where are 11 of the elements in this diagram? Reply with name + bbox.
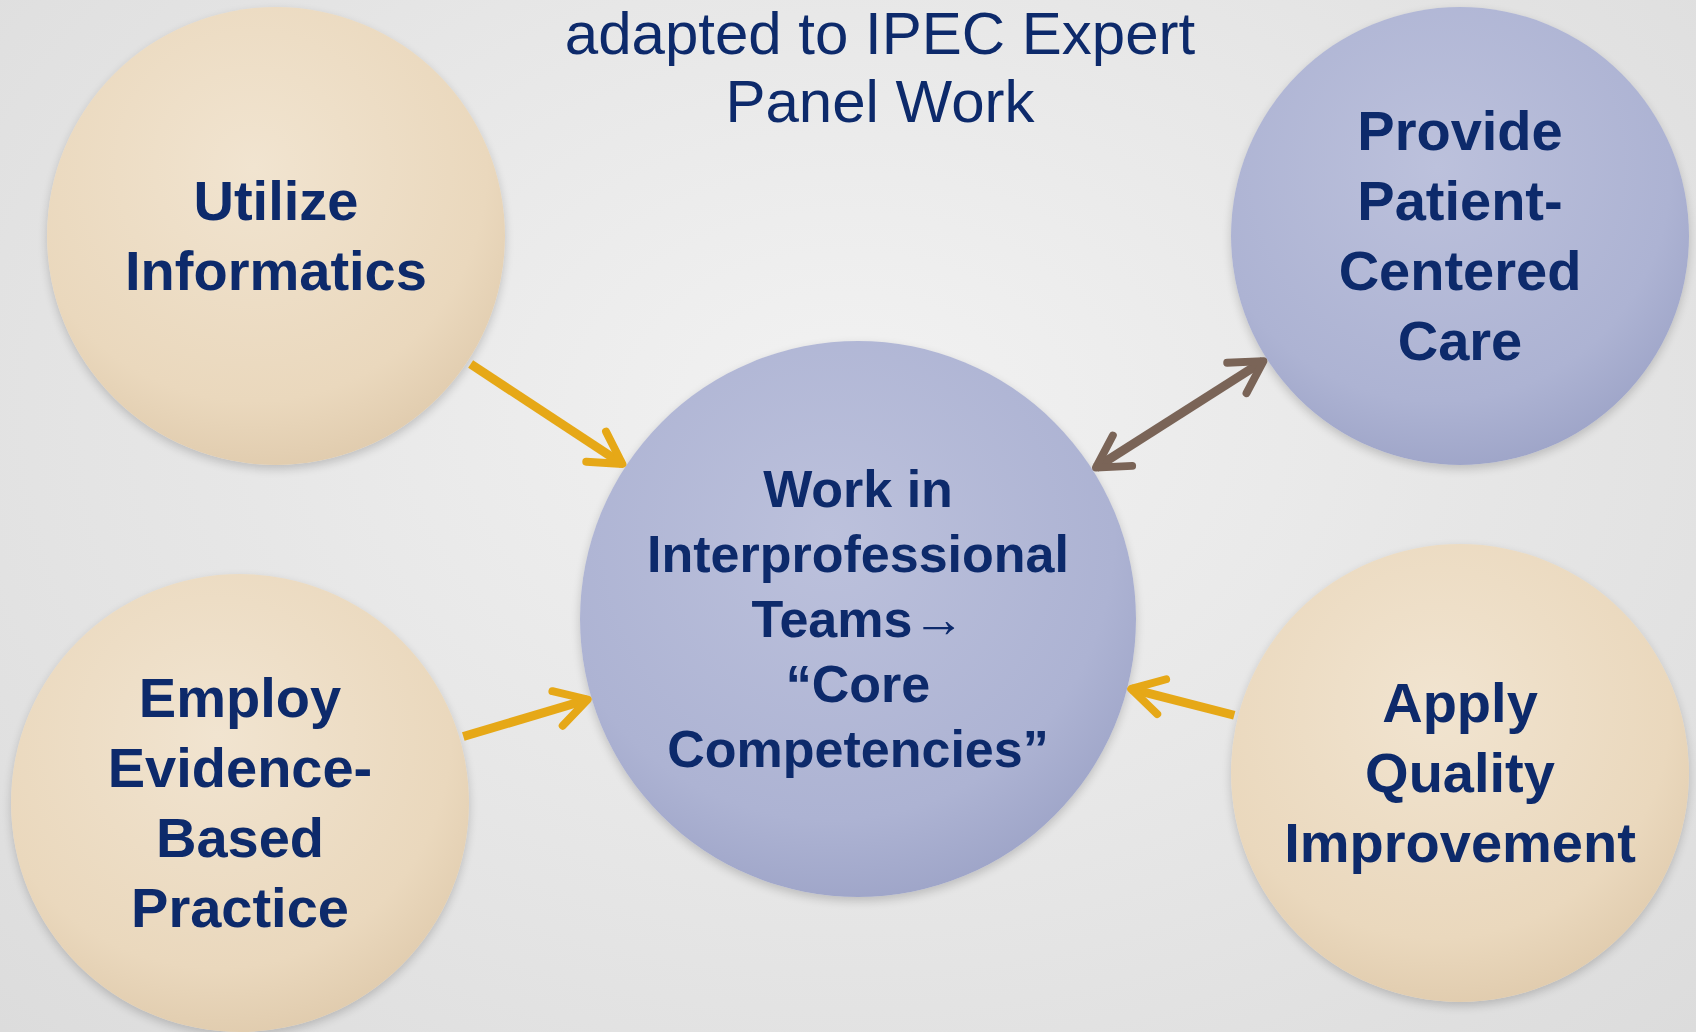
node-label: Apply Quality Improvement (1283, 670, 1637, 876)
arrow (1127, 675, 1236, 720)
diagram-title: adapted to IPEC Expert Panel Work (563, 0, 1197, 136)
node-label: “Core Competencies” (666, 653, 1050, 780)
arrow (1092, 357, 1268, 472)
node-label: Work in Interprofessional Teams→ (646, 458, 1070, 650)
node-label: Employ Evidence-Based Practice (106, 665, 374, 941)
node-label: Provide Patient-Centered Care (1337, 98, 1583, 374)
arrow (462, 687, 592, 741)
node-label: Utilize Informatics (124, 168, 428, 304)
arrow (468, 360, 627, 468)
